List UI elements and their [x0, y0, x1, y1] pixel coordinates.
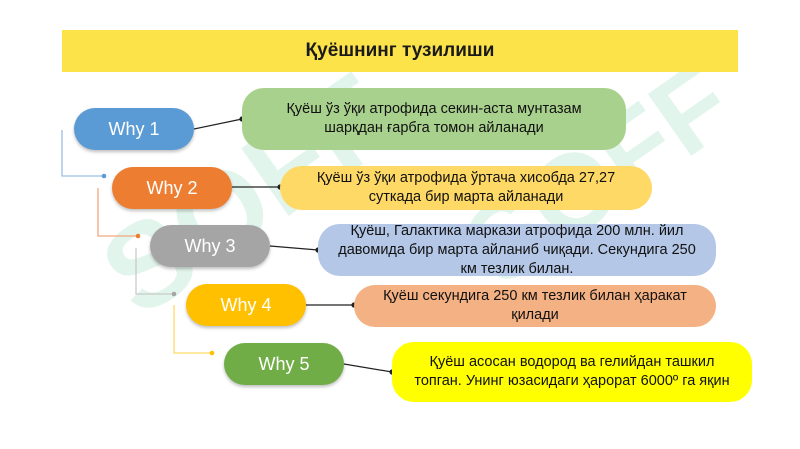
why-2-label: Why 2: [146, 177, 198, 198]
why-1-pill: Why 1: [74, 108, 194, 150]
link-line-1: [193, 118, 243, 130]
answer-2-text: Қуёш ўз ўқи атрофида ўртача хисобда 27,2…: [316, 170, 616, 205]
answer-3-box: Қуёш, Галактика маркази атрофида 200 млн…: [318, 222, 716, 277]
tree-connector-1: [61, 130, 104, 177]
why-4-pill: Why 4: [186, 284, 306, 326]
answer-1-text: Қуёш ўз ўқи атрофида секин-аста мунтазам…: [286, 101, 582, 136]
answer-1-box: Қуёш ўз ўқи атрофида секин-аста мунтазам…: [242, 88, 626, 150]
link-line-5: [343, 363, 393, 373]
why-3-label: Why 3: [184, 235, 236, 256]
page-title-text: Қуёшнинг тузилиши: [305, 40, 495, 61]
link-line-3: [269, 245, 319, 251]
tree-connector-2: [97, 188, 138, 237]
answer-4-text: Қуёш секундига 250 км тезлик билан ҳарак…: [383, 288, 687, 323]
answer-5-box: Қуёш асосан водород ва гелийдан ташкил т…: [392, 342, 752, 402]
tree-dot-2: [135, 233, 141, 239]
why-4-label: Why 4: [220, 294, 272, 315]
why-3-pill: Why 3: [150, 225, 270, 267]
tree-connector-4: [173, 305, 212, 354]
answer-4-box: Қуёш секундига 250 км тезлик билан ҳарак…: [354, 285, 716, 327]
tree-dot-1: [101, 173, 107, 179]
answer-3-text: Қуёш, Галактика маркази атрофида 200 млн…: [338, 222, 696, 277]
tree-dot-4: [209, 350, 215, 356]
page-title: Қуёшнинг тузилиши: [62, 30, 738, 72]
tree-dot-3: [171, 291, 177, 297]
why-1-label: Why 1: [108, 118, 160, 139]
answer-2-box: Қуёш ўз ўқи атрофида ўртача хисобда 27,2…: [280, 166, 652, 210]
why-2-pill: Why 2: [112, 167, 232, 209]
why-5-pill: Why 5: [224, 343, 344, 385]
answer-5-text: Қуёш асосан водород ва гелийдан ташкил т…: [414, 354, 730, 389]
tree-connector-3: [135, 248, 174, 295]
why-5-label: Why 5: [258, 353, 310, 374]
